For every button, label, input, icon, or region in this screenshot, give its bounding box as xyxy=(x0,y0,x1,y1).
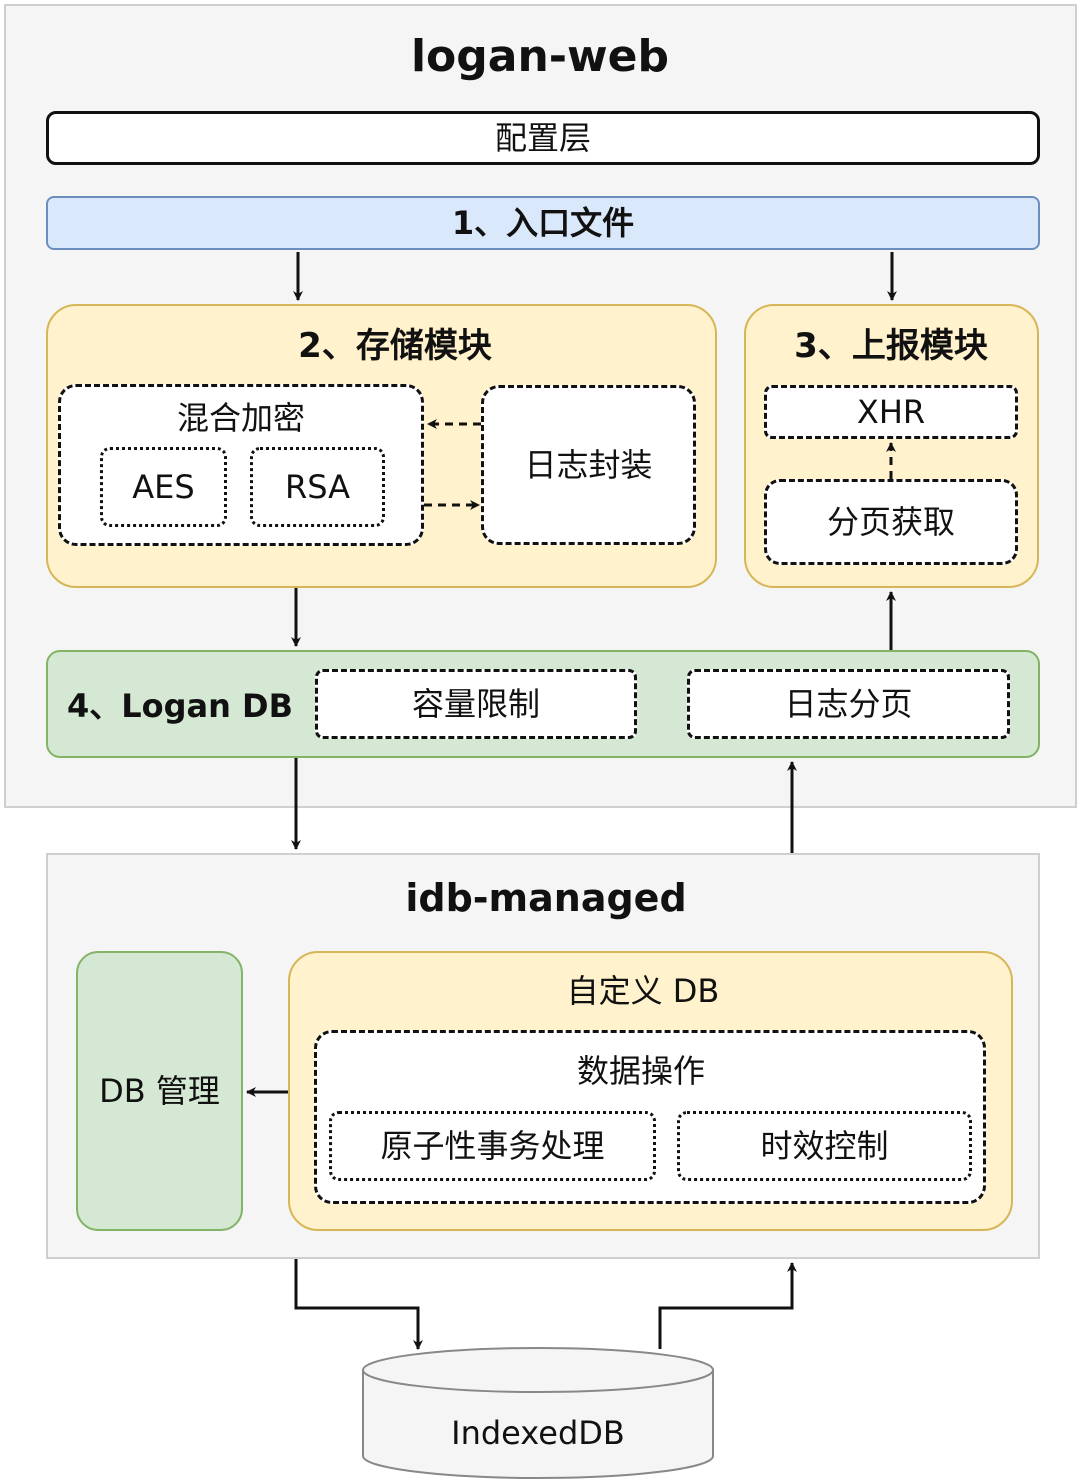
logan-db-title: 4、Logan DB xyxy=(66,687,294,725)
hybrid-encryption-box xyxy=(58,384,424,546)
db-manage-box: DB 管理 xyxy=(76,951,243,1231)
indexeddb-label: IndexedDB xyxy=(451,1414,625,1452)
aes-box: AES xyxy=(100,447,227,527)
logan-web-title: logan-web xyxy=(410,31,670,82)
capacity-limit-box: 容量限制 xyxy=(315,669,637,739)
atomic-transaction-box: 原子性事务处理 xyxy=(329,1111,656,1181)
paging-fetch-box: 分页获取 xyxy=(764,479,1018,565)
log-wrap-box: 日志封装 xyxy=(481,385,696,545)
storage-module-title: 2、存储模块 xyxy=(298,326,492,366)
arrow-indexeddb-to-idb xyxy=(658,1262,797,1349)
config-layer-box: 配置层 xyxy=(46,111,1040,165)
timeliness-control-box: 时效控制 xyxy=(677,1111,972,1181)
custom-db-title: 自定义 DB xyxy=(566,972,720,1010)
indexeddb-cylinder xyxy=(362,1347,714,1479)
rsa-box: RSA xyxy=(250,447,385,527)
data-ops-title: 数据操作 xyxy=(576,1052,705,1090)
hybrid-encryption-label: 混合加密 xyxy=(176,399,305,437)
entry-file-box: 1、入口文件 xyxy=(46,196,1040,250)
log-paging-box: 日志分页 xyxy=(687,669,1010,739)
arrow-idb-to-indexeddb xyxy=(294,1259,423,1350)
xhr-box: XHR xyxy=(764,385,1018,439)
report-module-title: 3、上报模块 xyxy=(794,326,988,366)
idb-managed-title: idb-managed xyxy=(405,876,687,920)
